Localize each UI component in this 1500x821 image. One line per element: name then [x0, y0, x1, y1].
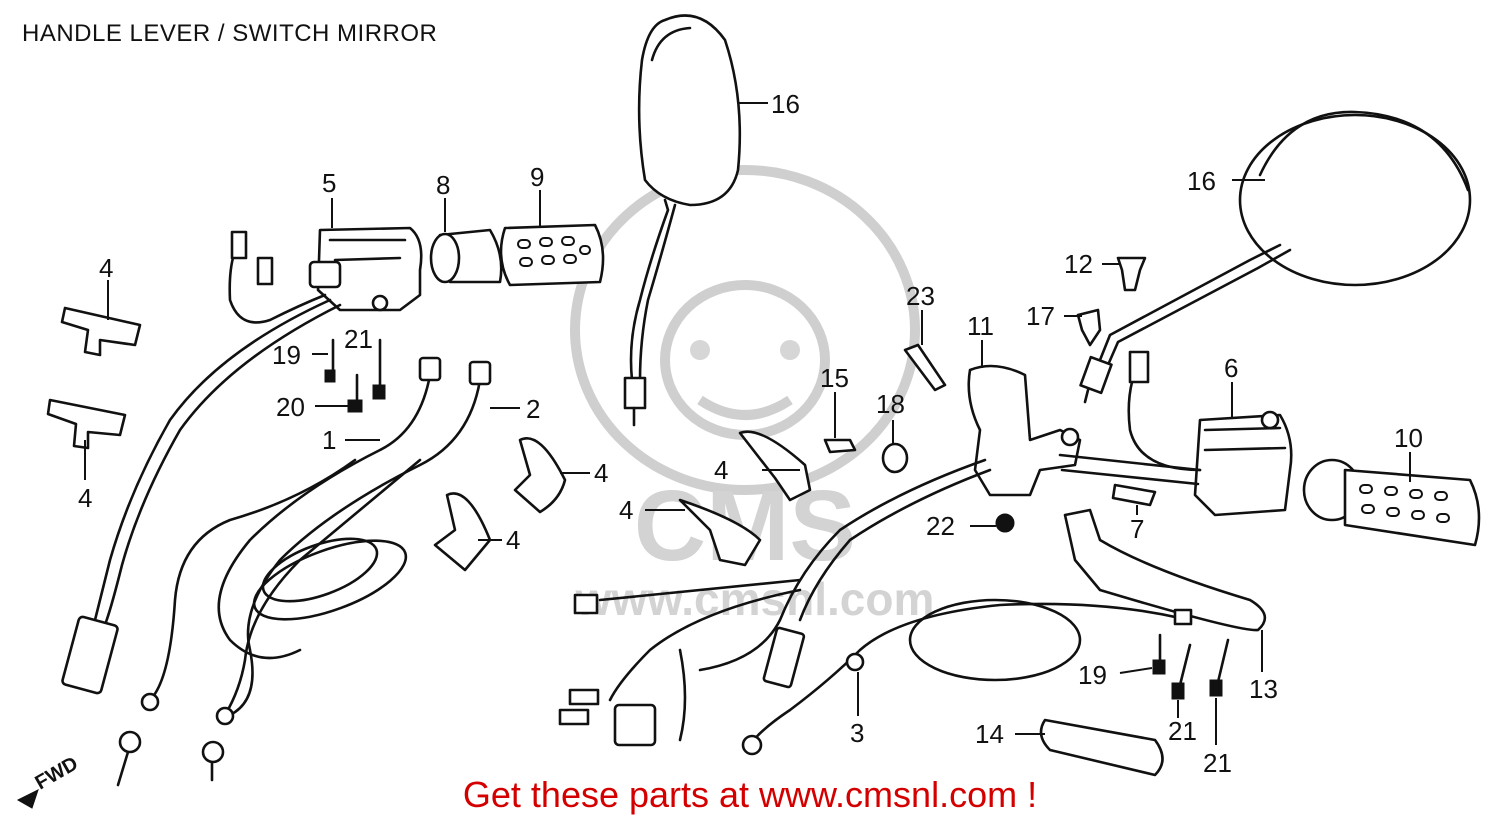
callout-labels: 16 16 5 8 9 12 23 17 11 6 4 4 21 19 20 2… [78, 89, 1423, 778]
callout-20: 20 [276, 392, 305, 422]
promo-banner[interactable]: Get these parts at www.cmsnl.com ! [462, 774, 1038, 815]
watermark: CMS www.cmsnl.com [570, 165, 935, 625]
callout-21-right-upper: 21 [1168, 716, 1197, 746]
callout-5: 5 [322, 168, 336, 198]
callout-19-right: 19 [1078, 660, 1107, 690]
part-main-harness [558, 458, 992, 747]
callout-17: 17 [1026, 301, 1055, 331]
callout-21-left: 21 [344, 324, 373, 354]
part-cable-clamps [46, 306, 812, 572]
callout-12: 12 [1064, 249, 1093, 279]
watermark-url: www.cmsnl.com [575, 573, 935, 625]
part-right-mirror [1079, 110, 1472, 404]
part-brake-lever-holder [967, 364, 1082, 497]
part-right-switch [1127, 350, 1293, 517]
callout-8: 8 [436, 170, 450, 200]
part-handlebar [1058, 453, 1202, 486]
callout-9: 9 [530, 162, 544, 192]
callout-4-center-lower: 4 [619, 495, 633, 525]
part-left-grip [499, 223, 605, 287]
part-throttle-cables [116, 356, 492, 787]
callout-4-center-upper: 4 [714, 455, 728, 485]
part-left-switch [228, 226, 423, 324]
callout-21-right-lower: 21 [1203, 748, 1232, 778]
callout-19-left: 19 [272, 340, 301, 370]
part-left-screws [324, 338, 386, 413]
callout-14: 14 [975, 719, 1004, 749]
callout-1: 1 [322, 425, 336, 455]
diagram-title: HANDLE LEVER / SWITCH MIRROR [22, 20, 438, 47]
callout-10: 10 [1394, 423, 1423, 453]
callout-2: 2 [526, 394, 540, 424]
callout-16-left-mirror: 16 [771, 89, 800, 119]
callout-18: 18 [876, 389, 905, 419]
callout-6: 6 [1224, 353, 1238, 383]
part-left-mirror [623, 14, 742, 427]
callout-4-mid-lower: 4 [506, 525, 520, 555]
callout-leaders [84, 102, 1411, 745]
callout-22: 22 [926, 511, 955, 541]
callout-23: 23 [906, 281, 935, 311]
callout-13: 13 [1249, 674, 1278, 704]
callout-11: 11 [967, 311, 994, 341]
part-clutch-cable [741, 598, 1193, 756]
callout-15: 15 [820, 363, 849, 393]
callout-16-right-mirror: 16 [1187, 166, 1216, 196]
callout-4-mid-upper: 4 [594, 458, 608, 488]
callout-3: 3 [850, 718, 864, 748]
part-throttle-sleeve [429, 228, 503, 284]
part-right-grip [1302, 458, 1481, 547]
part-brake-lever [1063, 508, 1267, 632]
part-small-hardware [823, 256, 1230, 777]
callout-7: 7 [1130, 514, 1144, 544]
callout-4-lower-left: 4 [78, 483, 92, 513]
callout-4-upper-left: 4 [99, 253, 113, 283]
part-left-switch-harness [61, 298, 342, 695]
